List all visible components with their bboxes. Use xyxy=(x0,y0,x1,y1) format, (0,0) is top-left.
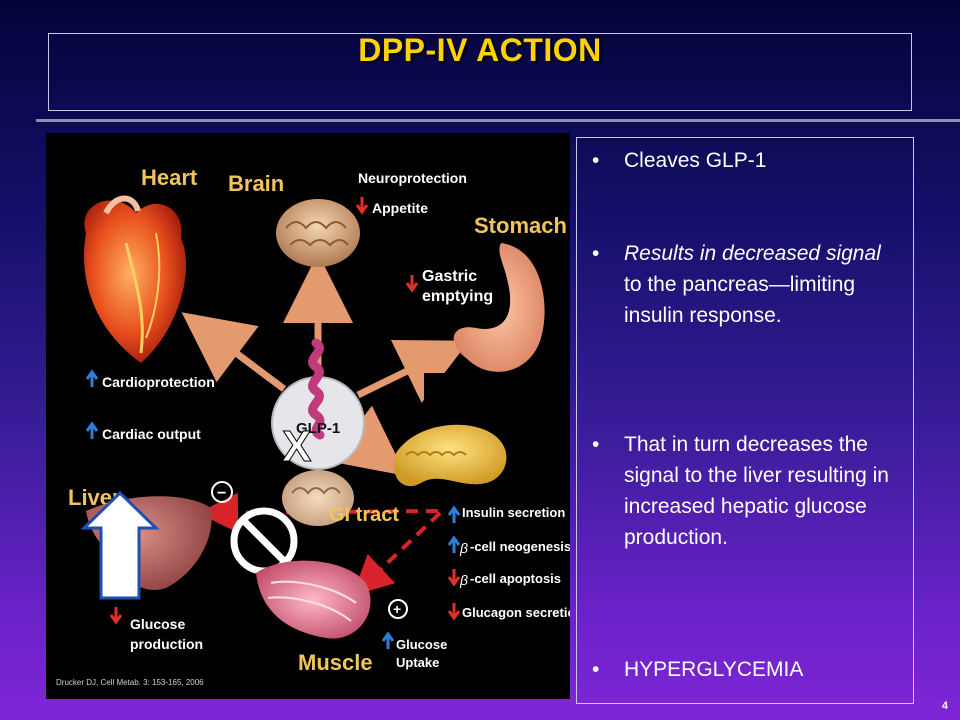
cardioprotection-label: Cardioprotection xyxy=(102,374,215,390)
beta-symbol-1: β xyxy=(459,540,468,556)
prohibited-icon xyxy=(230,507,298,575)
gastric-label-2: emptying xyxy=(422,288,493,305)
bullet-2: • Results in decreased signal to the pan… xyxy=(592,238,902,331)
bullet-dot: • xyxy=(592,242,600,265)
bullet-2-italic-text: Results in decreased signal xyxy=(624,242,881,265)
minus-circle xyxy=(211,481,233,503)
bullet-dot: • xyxy=(592,149,600,172)
bullet-1: • Cleaves GLP-1 xyxy=(592,145,902,176)
title-divider xyxy=(36,119,960,122)
appetite-down-arrow xyxy=(355,197,369,215)
stomach-label: Stomach xyxy=(474,213,567,238)
stomach-mask xyxy=(424,373,552,421)
muscle-illustration xyxy=(256,560,371,639)
beta-apoptosis-label: -cell apoptosis xyxy=(470,571,561,586)
glucose-uptake-up-arrow xyxy=(381,631,395,649)
cardioprotection-up-arrow xyxy=(85,369,99,387)
heart-label: Heart xyxy=(141,165,198,190)
beta-neogenesis-label: -cell neogenesis xyxy=(470,539,570,554)
increase-up-arrow xyxy=(80,490,160,600)
gi-tract-label: GI tract xyxy=(329,504,399,526)
bullet-2-text: to the pancreas—limiting insulin respons… xyxy=(624,273,856,327)
bullet-3: • That in turn decreases the signal to t… xyxy=(592,429,902,553)
neuroprotection-label: Neuroprotection xyxy=(358,170,467,186)
stomach-illustration xyxy=(453,243,545,372)
citation: Drucker DJ, Cell Metab. 3: 153-165, 2006 xyxy=(56,678,204,687)
glucose-production-down-arrow xyxy=(109,607,123,625)
insulin-up-arrow xyxy=(447,505,461,523)
bullet-3-text: That in turn decreases the signal to the… xyxy=(624,433,889,549)
plus-circle xyxy=(388,599,408,619)
cardiac-output-up-arrow xyxy=(85,421,99,439)
bullet-dot: • xyxy=(592,658,600,681)
glp1-molecule xyxy=(271,338,365,470)
bullet-4: • HYPERGLYCEMIA xyxy=(592,654,902,685)
cardiac-output-label: Cardiac output xyxy=(102,426,201,442)
glucose-production-label-2: production xyxy=(130,636,203,652)
glucagon-secretion-label: Glucagon secretion xyxy=(462,605,570,620)
minus-sign: − xyxy=(217,485,226,502)
bullet-1-text: Cleaves GLP-1 xyxy=(624,149,767,172)
neogenesis-up-arrow xyxy=(447,535,461,553)
glucose-uptake-label-2: Uptake xyxy=(396,655,439,670)
heart-illustration xyxy=(84,195,187,363)
gastric-label-1: Gastric xyxy=(422,268,477,285)
pancreas-illustration xyxy=(393,424,507,487)
glp1-diagram: Heart Brain Neuroprotection Appetite Sto… xyxy=(46,133,570,699)
page-number: 4 xyxy=(941,700,948,712)
glucose-production-label-1: Glucose xyxy=(130,616,185,632)
bullet-dot: • xyxy=(592,433,600,456)
glucagon-down-arrow xyxy=(447,603,461,621)
gastric-down-arrow xyxy=(405,275,419,293)
glp1-label: GLP-1 xyxy=(296,420,340,437)
slide-title: DPP-IV ACTION xyxy=(358,32,602,68)
x-mark: X xyxy=(282,422,311,471)
beta-symbol-2: β xyxy=(459,572,468,588)
apoptosis-down-arrow xyxy=(447,569,461,587)
appetite-label: Appetite xyxy=(372,200,428,216)
muscle-label: Muscle xyxy=(298,650,373,675)
plus-sign: + xyxy=(393,601,401,617)
brain-label: Brain xyxy=(228,171,284,196)
insulin-secretion-label: Insulin secretion xyxy=(462,505,565,520)
brain-illustration xyxy=(276,199,360,267)
glp1-diagram-svg: Heart Brain Neuroprotection Appetite Sto… xyxy=(56,165,570,687)
glucose-uptake-label-1: Glucose xyxy=(396,637,447,652)
bullet-4-text: HYPERGLYCEMIA xyxy=(624,658,804,681)
title-box xyxy=(48,33,912,111)
gi-tract-illustration xyxy=(282,470,354,526)
bullets-box xyxy=(576,137,914,704)
